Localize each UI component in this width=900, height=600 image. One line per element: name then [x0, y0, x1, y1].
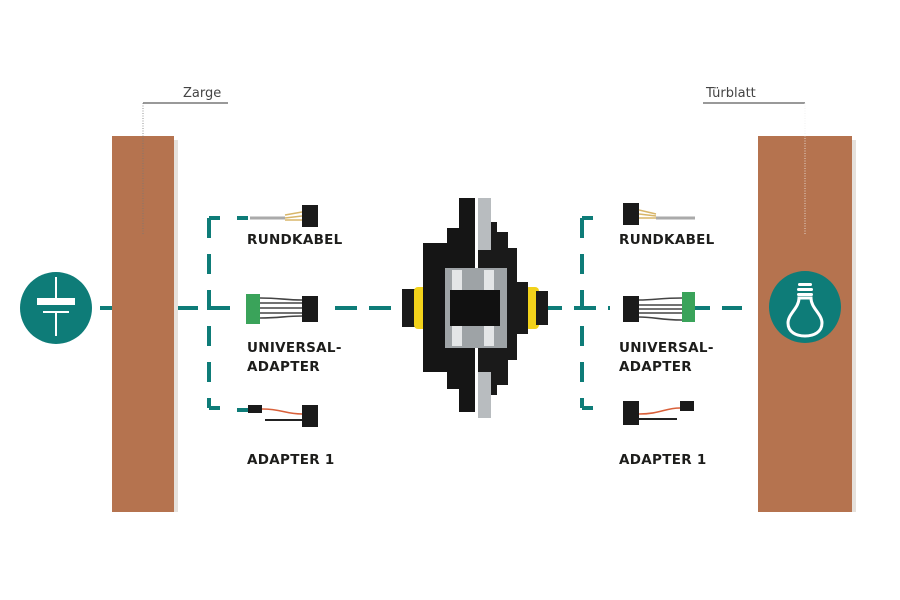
option-label: ADAPTER 1: [619, 452, 707, 468]
option-label: UNIVERSAL-: [619, 340, 714, 356]
left-universal-adapter-cable: [246, 294, 318, 324]
concealed-hinge: [402, 198, 548, 418]
door-leaf-leader-line: [703, 102, 806, 235]
left-rundkabel-cable: [250, 205, 318, 227]
frame-leader-line: [142, 102, 228, 235]
right-universal-adapter-cable: [623, 292, 695, 322]
option-label: UNIVERSAL-: [247, 340, 342, 356]
right-rundkabel-cable: [623, 203, 695, 225]
left-option-rundkabel: RUNDKABEL: [247, 231, 343, 250]
option-label: ADAPTER 1: [247, 452, 335, 468]
option-label: ADAPTER: [247, 359, 320, 375]
left-adapter-1-cable: [248, 405, 318, 427]
frame-label: Zarge: [183, 86, 222, 101]
right-option-adapter-1: ADAPTER 1: [619, 451, 707, 470]
frame-post: [112, 136, 174, 512]
right-adapter-1-cable: [623, 401, 694, 425]
left-option-universal-adapter: UNIVERSAL- ADAPTER: [247, 339, 342, 377]
left-option-adapter-1: ADAPTER 1: [247, 451, 335, 470]
option-label: RUNDKABEL: [619, 232, 715, 248]
connection-lines: [100, 216, 746, 412]
right-option-rundkabel: RUNDKABEL: [619, 231, 715, 250]
capacitor-icon: [20, 272, 92, 344]
option-label: RUNDKABEL: [247, 232, 343, 248]
right-option-universal-adapter: UNIVERSAL- ADAPTER: [619, 339, 714, 377]
door-leaf-label: Türblatt: [706, 86, 756, 101]
option-label: ADAPTER: [619, 359, 692, 375]
light-bulb-icon: [769, 271, 841, 343]
